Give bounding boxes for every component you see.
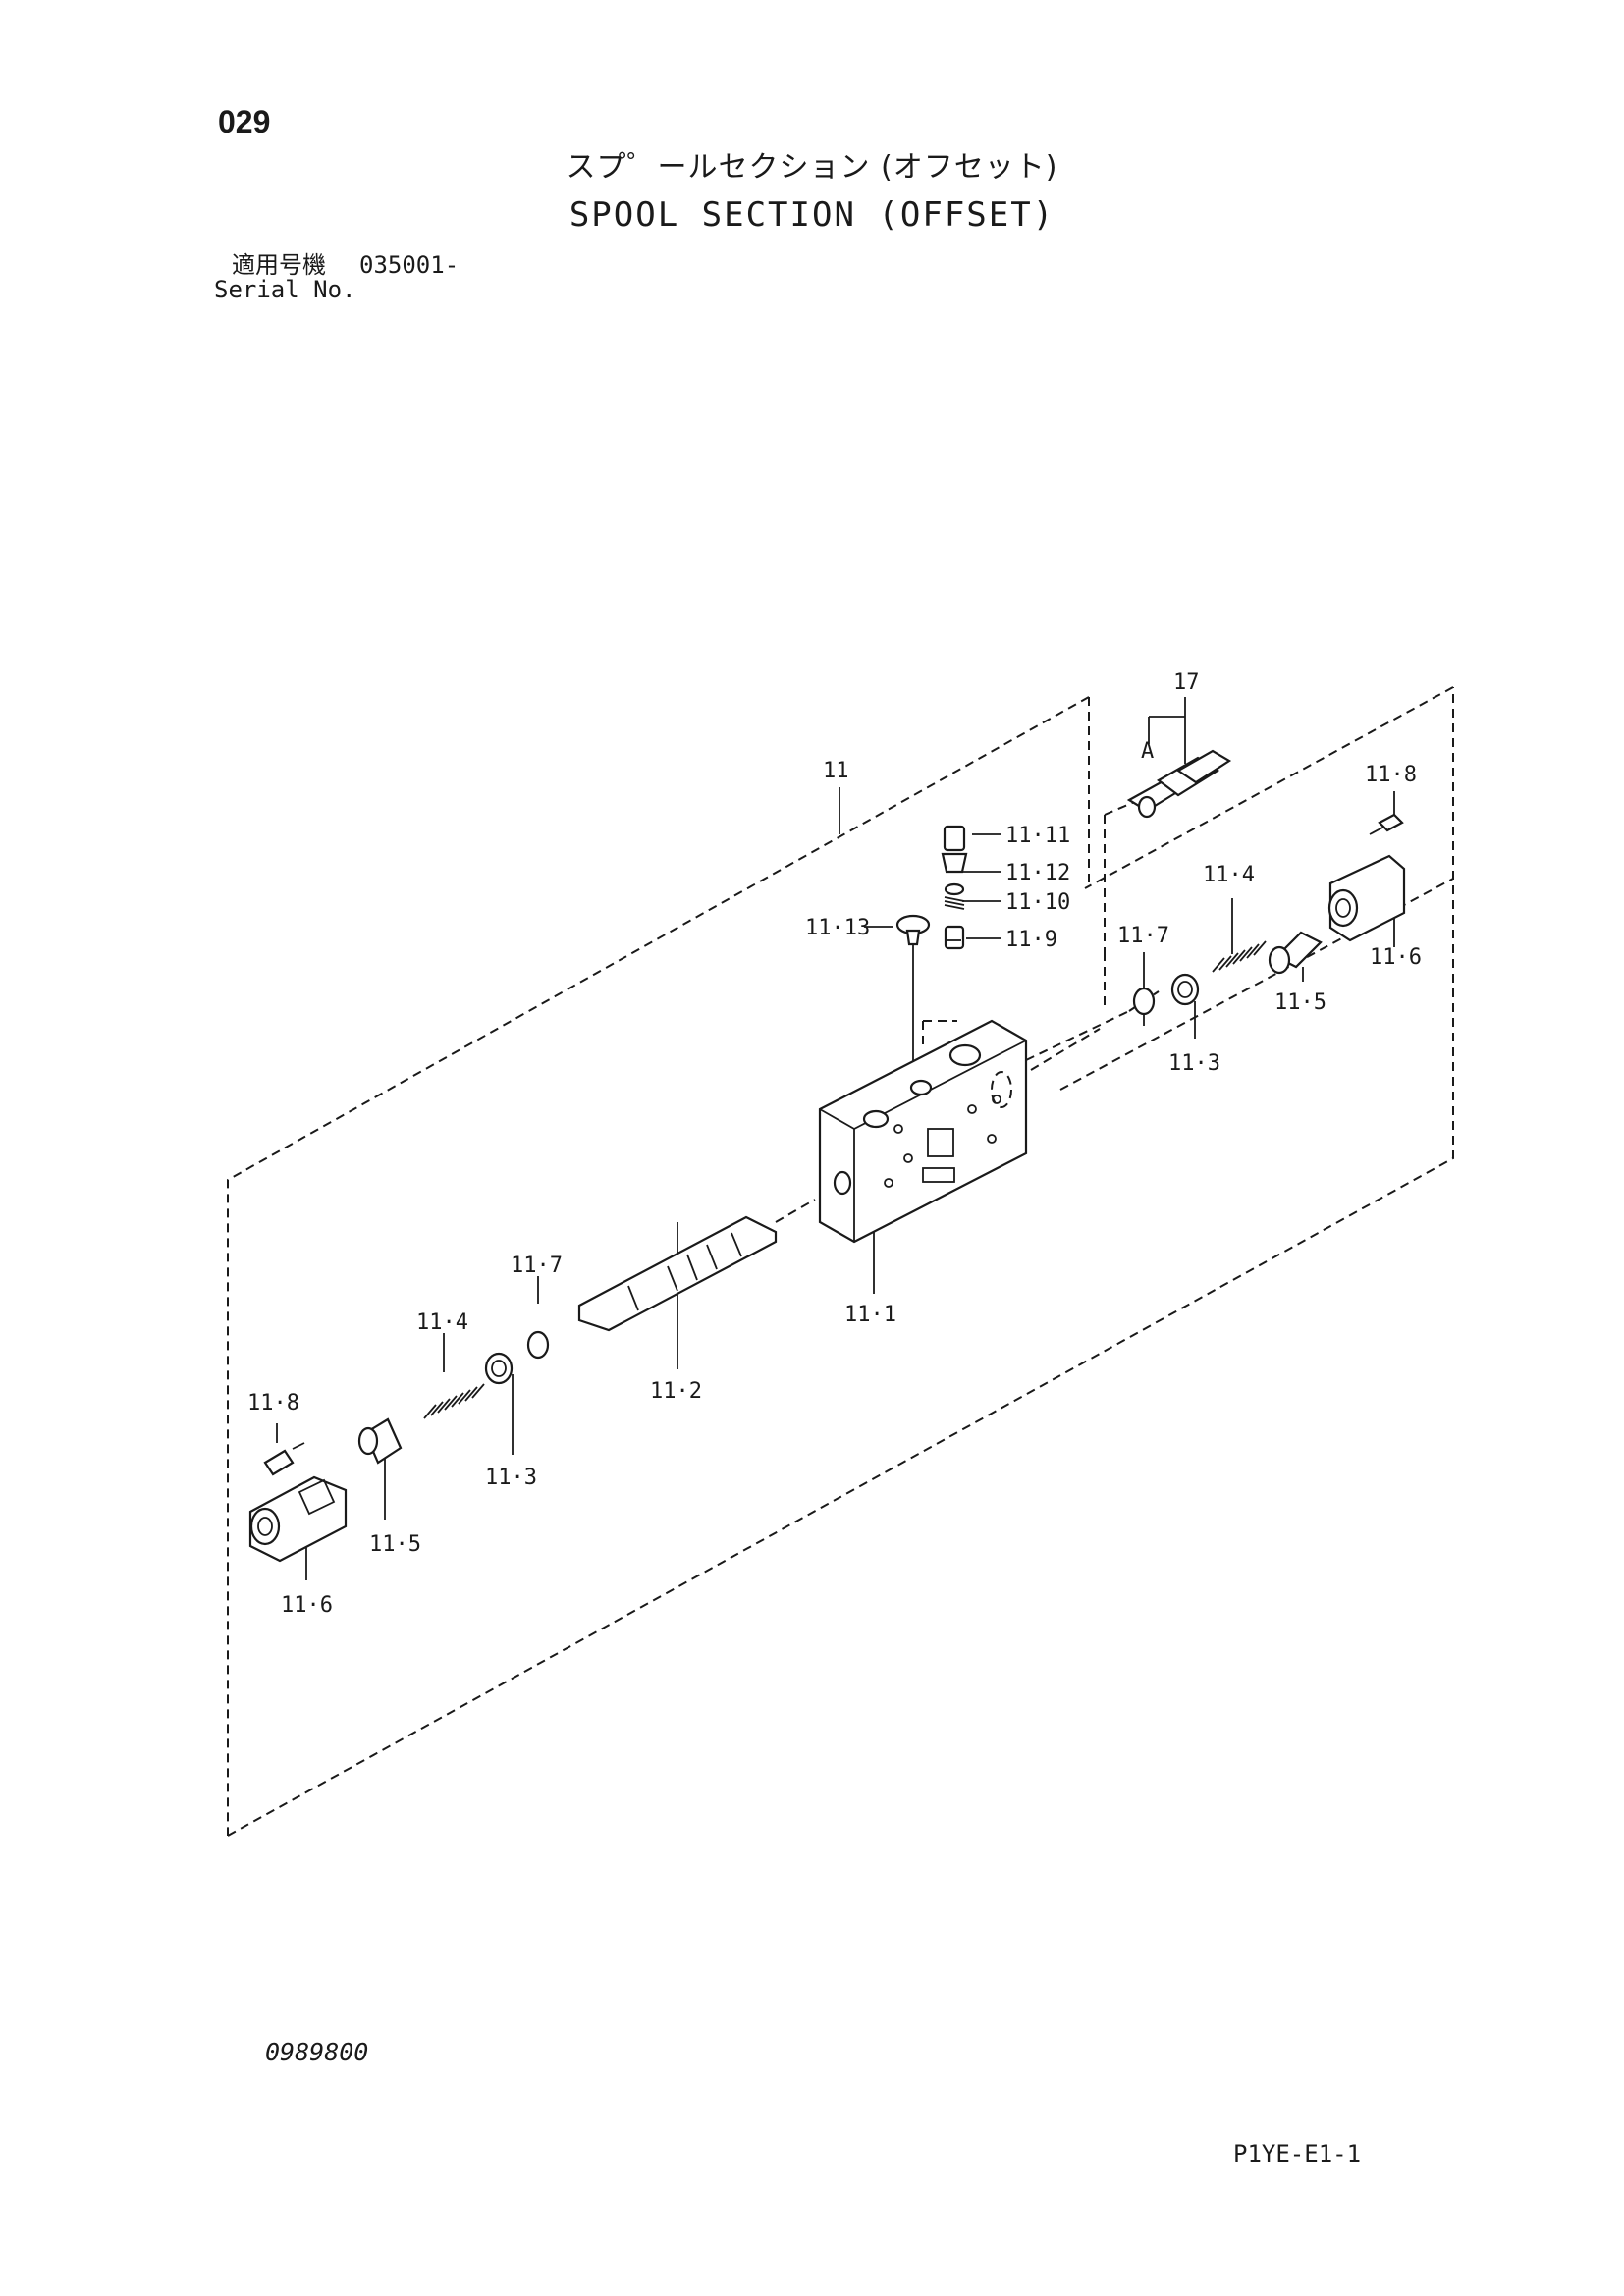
callout-labels: 11 17 A 11·11 11·12 11·10 11·9 11·13 11·… bbox=[247, 670, 1422, 1618]
assembly-boundary bbox=[227, 686, 1454, 1837]
drawing-number: 0989800 bbox=[265, 2038, 369, 2066]
callout-11-3-right: 11·3 bbox=[1168, 1051, 1220, 1076]
right-side-parts bbox=[1132, 813, 1406, 1016]
page-code: P1YE-E1-1 bbox=[1233, 2140, 1362, 2167]
callout-17: 17 bbox=[1173, 670, 1200, 695]
plug-stack bbox=[941, 825, 968, 950]
callout-11-12: 11·12 bbox=[1005, 861, 1070, 885]
sensor-part bbox=[1126, 749, 1232, 819]
plug-13 bbox=[895, 914, 931, 946]
callout-11-10: 11·10 bbox=[1005, 890, 1070, 915]
callout-11-9: 11·9 bbox=[1005, 928, 1057, 952]
callout-11-8-right: 11·8 bbox=[1365, 763, 1417, 787]
serial-number-value: 035001- bbox=[359, 251, 460, 279]
callout-11-8-left: 11·8 bbox=[247, 1391, 299, 1415]
title-japanese: スプ゜ールセクション (オフセット) bbox=[566, 150, 1058, 185]
left-side-parts bbox=[248, 1330, 550, 1563]
title-english: SPOOL SECTION (OFFSET) bbox=[568, 195, 1056, 235]
page-number: 029 bbox=[218, 104, 271, 139]
callout-11-4-right: 11·4 bbox=[1203, 863, 1255, 887]
callout-11-7-left: 11·7 bbox=[511, 1254, 563, 1278]
callout-11-6-left: 11·6 bbox=[281, 1593, 333, 1618]
callout-11-3-left: 11·3 bbox=[485, 1466, 537, 1490]
callout-detail-a: A bbox=[1141, 739, 1154, 764]
callout-11-1: 11·1 bbox=[844, 1303, 896, 1327]
serial-label-english: Serial No. bbox=[214, 276, 356, 303]
valve-body bbox=[818, 1019, 1028, 1244]
callout-11-7-right: 11·7 bbox=[1117, 924, 1169, 948]
callout-11-4-left: 11·4 bbox=[416, 1310, 468, 1335]
callout-11: 11 bbox=[823, 759, 849, 783]
callout-11-5-right: 11·5 bbox=[1274, 990, 1326, 1015]
callout-11-6-right: 11·6 bbox=[1370, 945, 1422, 970]
spool bbox=[577, 1215, 778, 1332]
callout-11-11: 11·11 bbox=[1005, 824, 1070, 848]
callout-11-2: 11·2 bbox=[650, 1379, 702, 1404]
callout-11-5-left: 11·5 bbox=[369, 1532, 421, 1557]
serial-label-japanese: 適用号機 bbox=[232, 251, 326, 279]
callout-11-13: 11·13 bbox=[805, 916, 870, 940]
leader-lines bbox=[276, 697, 1395, 1580]
